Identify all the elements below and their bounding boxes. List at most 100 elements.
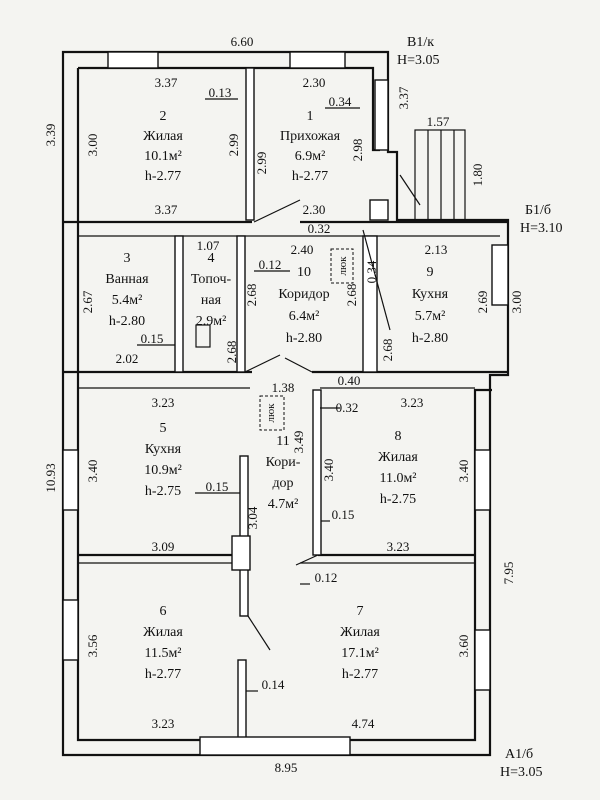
dimension-label: 2.68 [244, 284, 259, 307]
dimension-label: 0.34 [329, 94, 352, 109]
dimension-label: 3.40 [85, 460, 100, 483]
room-height: h-2.75 [145, 484, 181, 499]
block-a1-height: H=3.05 [500, 765, 543, 780]
dimension-label: 3.60 [456, 635, 471, 658]
window [107, 51, 159, 69]
dimension-label: 3.00 [85, 134, 100, 157]
room-9: 9 Кухня 5.7м² h-2.80 [412, 265, 449, 346]
room-number: 8 [395, 429, 402, 444]
dimension-label: 3.37 [396, 86, 411, 109]
dimension-label: 0.12 [259, 257, 282, 272]
window [199, 736, 351, 756]
room-3: 3 Ванная 5.4м² h-2.80 [105, 251, 149, 329]
stove [231, 535, 251, 571]
room-height: h-2.80 [286, 331, 322, 346]
room-area: 2.9м² [196, 314, 227, 329]
dimension-label: 2.68 [344, 284, 359, 307]
room-name: Жилая [378, 450, 418, 465]
dimension-label: 3.40 [321, 459, 336, 482]
room-name-2: дор [272, 476, 293, 491]
dimension-label: 2.13 [425, 242, 448, 257]
dimension-label: 2.68 [224, 341, 239, 364]
hatch-label: люк [265, 403, 277, 423]
dimension-label: 2.69 [475, 291, 490, 314]
room-number: 6 [160, 604, 167, 619]
dimension-label: 3.23 [152, 716, 175, 731]
room-number: 1 [307, 109, 314, 124]
room-7: 7 Жилая 17.1м² h-2.77 [340, 604, 380, 682]
room-height: h-2.77 [145, 169, 181, 184]
room-number: 2 [160, 109, 167, 124]
room-name: Ванная [105, 272, 149, 287]
dimension-label: 1.38 [272, 380, 295, 395]
room-area: 17.1м² [341, 646, 379, 661]
room-area: 4.7м² [268, 497, 299, 512]
room-area: 6.4м² [289, 309, 320, 324]
dimension-label: 0.12 [315, 570, 338, 585]
dimension-label: 3.23 [152, 395, 175, 410]
hatch-label: люк [337, 256, 349, 276]
room-name: Коридор [278, 287, 329, 302]
dimension-label: 1.57 [427, 114, 450, 129]
block-b1-height: H=3.10 [520, 221, 563, 236]
dimension-label: 0.15 [206, 479, 229, 494]
dimension-label: 3.37 [155, 75, 178, 90]
room-number: 5 [160, 421, 167, 436]
room-number: 10 [297, 265, 311, 280]
dimension-label: 3.23 [387, 539, 410, 554]
dimension-label: 0.34 [364, 260, 379, 283]
room-number: 9 [427, 265, 434, 280]
room-name: Прихожая [280, 129, 341, 144]
window [62, 599, 79, 661]
dimension-label: 3.56 [85, 634, 100, 657]
room-name: Топоч- [191, 272, 232, 287]
dimension-label: 0.13 [209, 85, 232, 100]
room-2: 2 Жилая 10.1м² h-2.77 [143, 109, 183, 184]
dimension-label: 2.02 [116, 351, 139, 366]
block-a1-name: А1/б [505, 747, 533, 762]
dimension-label: 0.15 [332, 507, 355, 522]
partition-r4-r10 [236, 235, 246, 373]
room-name: Кухня [145, 442, 182, 457]
dimension-label: 4.74 [352, 716, 375, 731]
room-4: 4 Топоч- ная 2.9м² [191, 251, 232, 329]
dimension-label: 0.32 [336, 400, 359, 415]
dimension-label: 3.37 [155, 202, 178, 217]
dimension-label: 3.09 [152, 539, 175, 554]
room-10: 10 Коридор 6.4м² h-2.80 [278, 265, 329, 346]
dimension-label: 0.15 [141, 331, 164, 346]
dimension-label: 2.99 [226, 134, 241, 157]
room-height: h-2.80 [412, 331, 448, 346]
window [289, 51, 346, 69]
dimension-labels: 6.60 3.37 2.30 0.13 0.34 3.37 1.57 3.39 … [43, 34, 524, 775]
partition-r2-r1 [245, 67, 255, 221]
room-height: h-2.80 [109, 314, 145, 329]
dimension-label: 2.40 [291, 242, 314, 257]
block-v1-height: H=3.05 [397, 53, 440, 68]
room-number: 4 [208, 251, 215, 266]
inner-outline [76, 66, 492, 742]
vent-box [195, 324, 211, 348]
dimension-label: 0.40 [338, 373, 361, 388]
room-area: 5.4м² [112, 293, 143, 308]
leader-lines [137, 98, 360, 692]
block-v1-name: В1/к [407, 35, 434, 50]
room-name: Жилая [143, 129, 183, 144]
partition-r6-r7 [237, 659, 247, 741]
dimension-label: 3.49 [291, 431, 306, 454]
window [474, 449, 491, 511]
dimension-label: 1.07 [197, 238, 220, 253]
dimension-label: 7.95 [501, 562, 516, 585]
room-area: 6.9м² [295, 149, 326, 164]
room-5: 5 Кухня 10.9м² h-2.75 [144, 421, 182, 499]
room-number: 3 [124, 251, 131, 266]
room-area: 5.7м² [415, 309, 446, 324]
dimension-label: 10.93 [43, 463, 58, 492]
room-name-2: ная [201, 293, 222, 308]
room-name: Жилая [340, 625, 380, 640]
block-b1-name: Б1/б [525, 203, 551, 218]
room-area: 10.1м² [144, 149, 182, 164]
room-height: h-2.77 [145, 667, 181, 682]
room-name: Кухня [412, 287, 449, 302]
